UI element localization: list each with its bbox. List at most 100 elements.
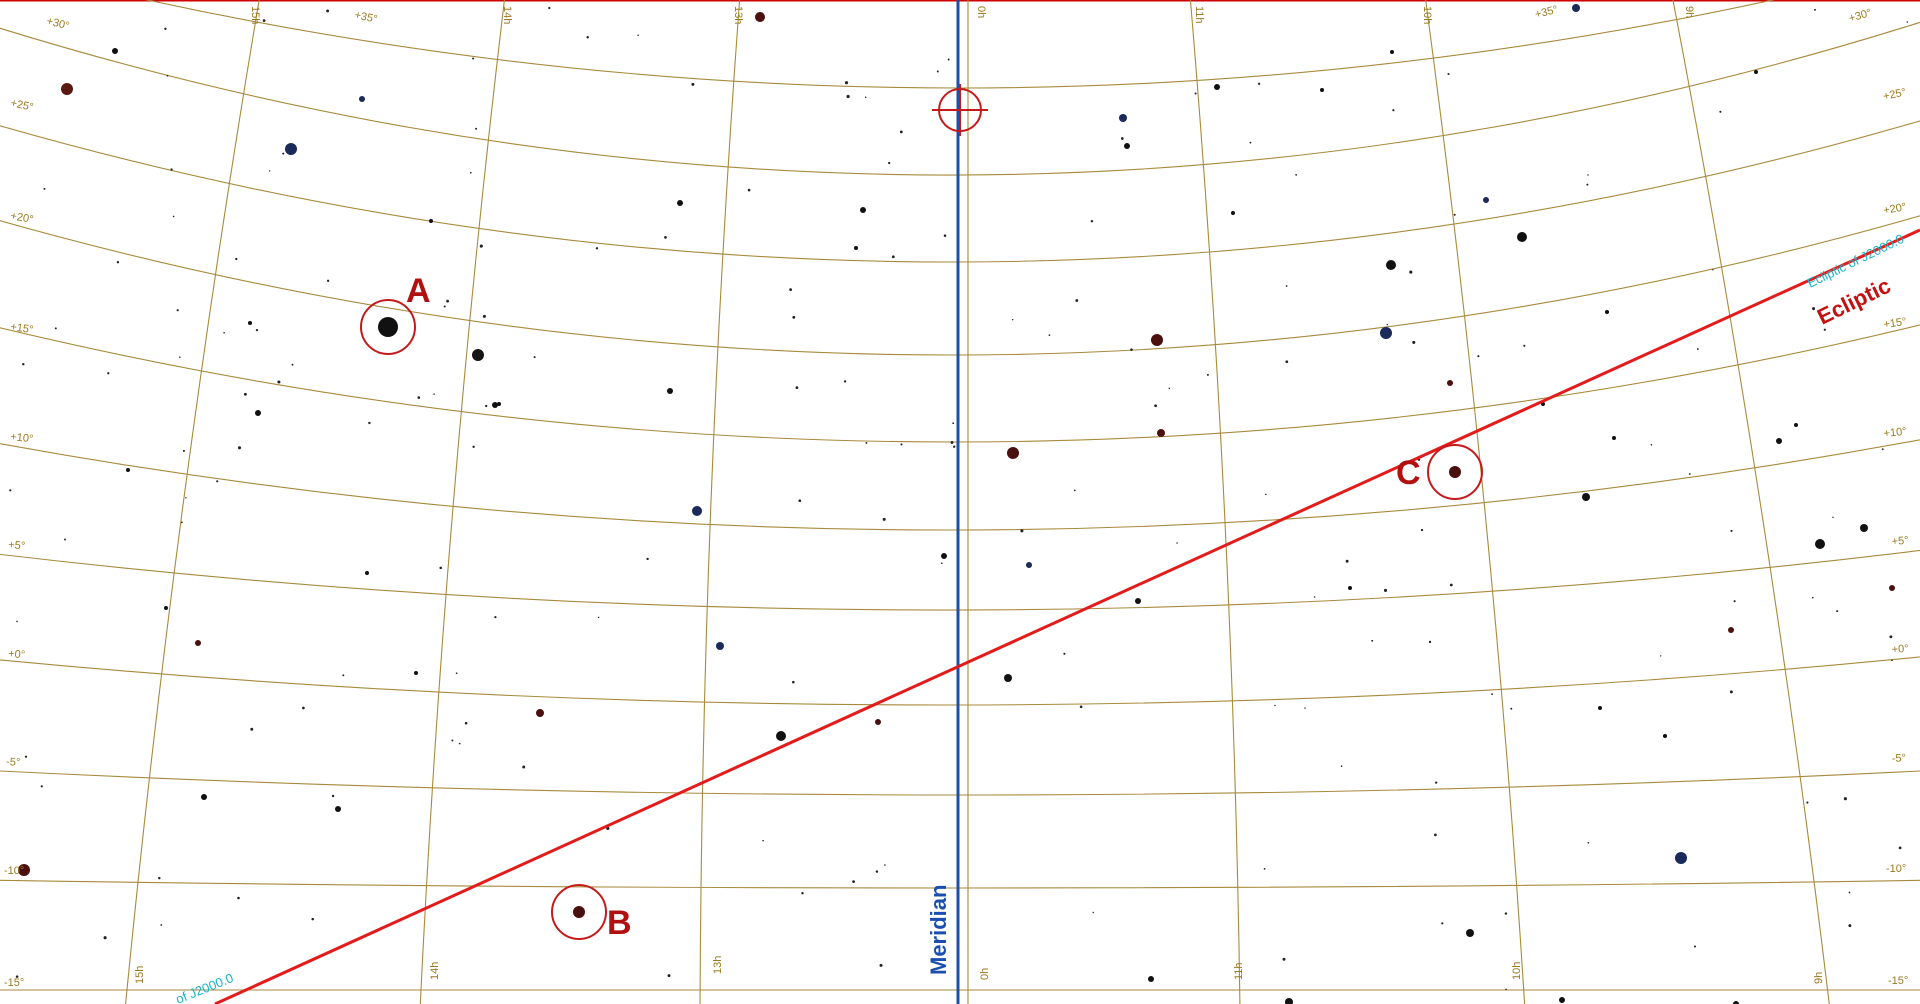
- star: [1157, 429, 1165, 437]
- faint-star: [1340, 765, 1343, 767]
- star: [1517, 232, 1527, 242]
- star: [1860, 524, 1868, 532]
- faint-star: [166, 74, 169, 77]
- faint-star: [1313, 596, 1316, 598]
- star: [1675, 852, 1687, 864]
- ra-label-bottom: 14h: [429, 962, 441, 980]
- faint-star: [1075, 299, 1079, 302]
- star: [201, 794, 207, 800]
- faint-star: [1693, 945, 1697, 948]
- faint-star: [1386, 323, 1389, 326]
- ra-labels-bottom: 15h 14h 13h 0h 11h 10h 9h: [134, 956, 1825, 984]
- faint-star: [882, 517, 886, 521]
- star: [776, 731, 786, 741]
- star: [126, 468, 130, 472]
- faint-star: [1712, 269, 1714, 271]
- faint-star: [1453, 213, 1456, 216]
- declination-line: [0, 324, 1920, 443]
- faint-star: [1154, 404, 1157, 408]
- faint-star: [1020, 529, 1024, 533]
- faint-star: [879, 963, 883, 967]
- marker-circle-a: [360, 299, 416, 355]
- marker-label-b: B: [607, 904, 632, 942]
- faint-star: [1392, 109, 1395, 112]
- faint-star: [1285, 285, 1288, 287]
- faint-star: [250, 727, 254, 731]
- faint-star: [1510, 707, 1513, 710]
- faint-star: [16, 620, 18, 623]
- faint-star: [899, 130, 903, 134]
- faint-star: [900, 443, 903, 446]
- faint-star: [1412, 340, 1416, 344]
- faint-star: [223, 332, 225, 334]
- faint-star: [888, 161, 891, 165]
- star: [1776, 438, 1782, 444]
- star: [335, 806, 341, 812]
- ra-label-bottom: 0h: [979, 968, 991, 980]
- star: [692, 506, 702, 516]
- faint-star: [947, 58, 950, 61]
- faint-star: [843, 380, 847, 383]
- faint-star: [1420, 528, 1424, 532]
- faint-star: [64, 538, 66, 541]
- faint-star: [1491, 693, 1493, 695]
- star: [248, 321, 252, 325]
- right-ascension-line: [1425, 0, 1526, 1004]
- faint-star: [1730, 529, 1733, 532]
- faint-star: [464, 721, 468, 725]
- star: [1386, 260, 1396, 270]
- star: [18, 864, 30, 876]
- faint-star: [1257, 82, 1261, 85]
- faint-star: [160, 924, 163, 926]
- faint-star: [941, 562, 943, 564]
- dec-label-right: +25°: [1882, 86, 1907, 103]
- faint-star: [884, 864, 886, 866]
- dec-label-left: +25°: [9, 97, 34, 114]
- star: [1151, 334, 1163, 346]
- star: [1119, 114, 1127, 122]
- faint-star: [891, 255, 895, 259]
- faint-star: [176, 309, 179, 312]
- declination-line: [0, 656, 1920, 706]
- faint-star: [469, 171, 472, 174]
- dec-label-left: +10°: [10, 431, 34, 445]
- faint-star: [180, 521, 183, 524]
- faint-star: [216, 480, 219, 483]
- faint-star: [1079, 705, 1083, 709]
- star: [1815, 539, 1825, 549]
- star: [1754, 70, 1758, 74]
- right-ascension-line: [699, 0, 741, 1004]
- faint-star: [1477, 355, 1480, 358]
- star: [1135, 598, 1141, 604]
- star: [1794, 423, 1798, 427]
- faint-star: [302, 706, 305, 710]
- dec-labels-right: +30° +25° +20° +15° +10° +5° +0° -5° -10…: [1848, 7, 1910, 987]
- star: [1733, 1001, 1739, 1004]
- faint-star: [1282, 957, 1286, 961]
- dec-label-right: +0°: [1891, 643, 1909, 656]
- star: [195, 640, 201, 646]
- faint-star: [1650, 444, 1653, 446]
- faint-star: [326, 9, 330, 13]
- faint-star: [522, 765, 526, 769]
- faint-star: [1434, 833, 1437, 837]
- faint-star: [1048, 334, 1051, 336]
- faint-star: [1449, 583, 1453, 587]
- star: [1466, 929, 1474, 937]
- faint-star: [1832, 516, 1834, 519]
- star: [854, 246, 858, 250]
- faint-star: [1881, 448, 1884, 451]
- faint-star: [1409, 270, 1413, 274]
- faint-star: [164, 27, 167, 30]
- star: [1889, 585, 1895, 591]
- meridian-label: Meridian: [926, 885, 951, 975]
- marker-circle-b: [551, 884, 607, 940]
- faint-star: [792, 680, 795, 684]
- faint-star: [1898, 846, 1902, 850]
- star: [1605, 310, 1609, 314]
- faint-star: [1836, 610, 1839, 613]
- faint-star: [1274, 704, 1276, 707]
- faint-star: [342, 674, 345, 677]
- faint-star: [15, 975, 19, 978]
